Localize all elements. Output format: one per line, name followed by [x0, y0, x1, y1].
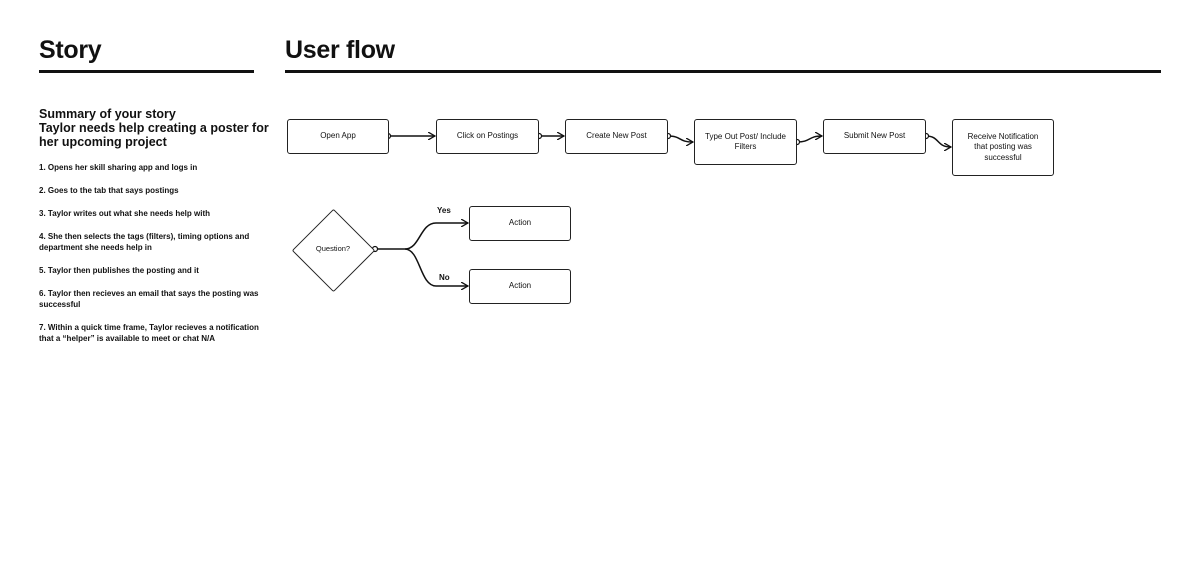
user-flow-divider [285, 70, 1161, 73]
connector-no [404, 248, 468, 286]
connector-yes [375, 223, 468, 250]
story-step-2: 2. Goes to the tab that says postings [39, 186, 179, 195]
flow-node-receive-notification: Receive Notification that posting was su… [952, 119, 1054, 176]
flow-action-yes: Action [469, 206, 571, 241]
story-step-4: 4. She then selects the tags (filters), … [39, 232, 250, 252]
story-summary: Summary of your story Taylor needs help … [39, 107, 274, 149]
decision-question: Question? [315, 244, 351, 253]
flow-action-no: Action [469, 269, 571, 304]
story-step-5: 5. Taylor then publishes the posting and… [39, 266, 199, 275]
branch-yes-label: Yes [437, 206, 451, 215]
summary-heading: Summary of your story [39, 107, 176, 121]
connector-4 [796, 136, 822, 143]
branch-no-label: No [439, 273, 450, 282]
story-divider [39, 70, 254, 73]
flow-node-type-post: Type Out Post/ Include Filters [694, 119, 797, 165]
flow-node-click-postings: Click on Postings [436, 119, 539, 154]
flow-node-create-post: Create New Post [565, 119, 668, 154]
story-title: Story [39, 36, 102, 64]
story-step-6: 6. Taylor then recieves an email that sa… [39, 289, 259, 309]
connector-5 [925, 135, 951, 147]
story-step-7: 7. Within a quick time frame, Taylor rec… [39, 323, 259, 343]
story-step-1: 1. Opens her skill sharing app and logs … [39, 163, 198, 172]
flow-node-submit-post: Submit New Post [823, 119, 926, 154]
story-step-3: 3. Taylor writes out what she needs help… [39, 209, 210, 218]
summary-subheading: Taylor needs help creating a poster for … [39, 121, 269, 149]
user-flow-title: User flow [285, 36, 395, 64]
flow-node-open-app: Open App [287, 119, 389, 154]
connector-3 [667, 135, 693, 142]
